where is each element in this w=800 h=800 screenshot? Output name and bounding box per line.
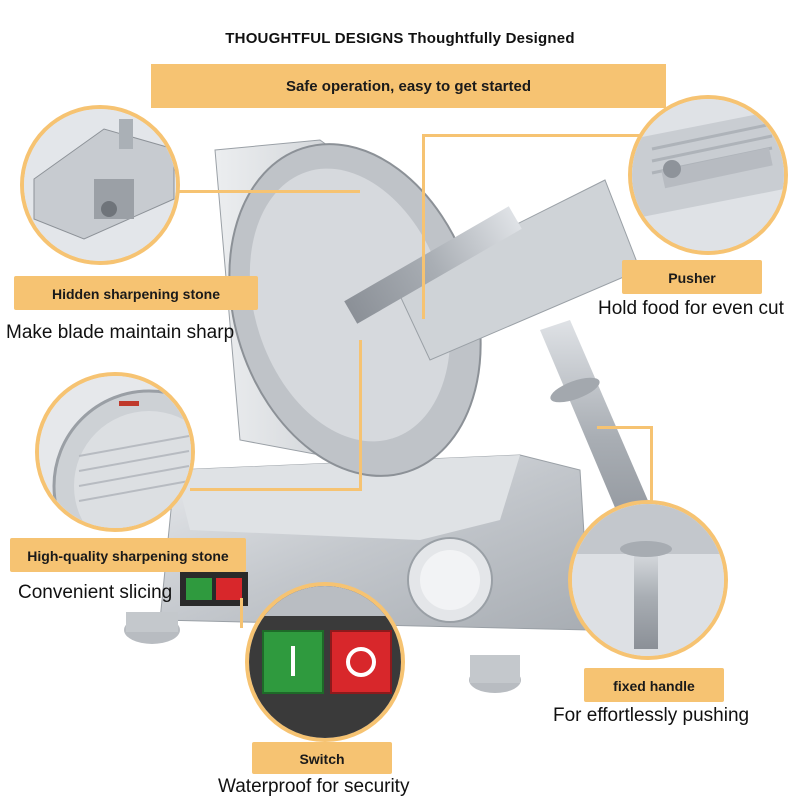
- detail-circle-pusher: [628, 95, 788, 255]
- leader-line-handle-vertical: [650, 426, 653, 502]
- label-fixed-handle: fixed handle: [584, 668, 724, 702]
- leader-line-sharpening-stone: [170, 190, 360, 193]
- label-hidden-sharpening-stone: Hidden sharpening stone: [14, 276, 258, 310]
- leader-line-pusher-vertical: [422, 134, 425, 319]
- desc-hidden-sharpening-stone: Make blade maintain sharp: [6, 322, 235, 343]
- label-quality-sharpening-stone: High-quality sharpening stone: [10, 538, 246, 572]
- leader-line-quality-stone-vertical: [359, 340, 362, 490]
- page-title: THOUGHTFUL DESIGNS Thoughtfully Designed: [225, 30, 575, 47]
- detail-circle-quality-sharpening-stone: [35, 372, 195, 532]
- detail-circle-fixed-handle: [568, 500, 728, 660]
- pusher-closeup: [632, 99, 784, 251]
- banner: Safe operation, easy to get started: [151, 64, 666, 108]
- handle-closeup: [572, 504, 724, 656]
- label-switch: Switch: [252, 742, 392, 774]
- leader-line-quality-stone: [190, 488, 362, 491]
- leader-line-pusher-horizontal: [422, 134, 644, 137]
- label-pusher: Pusher: [622, 260, 762, 294]
- desc-quality-sharpening-stone: Convenient slicing: [18, 582, 173, 603]
- detail-circle-switch: [245, 582, 405, 742]
- detail-circle-hidden-sharpening-stone: [20, 105, 180, 265]
- desc-fixed-handle: For effortlessly pushing: [553, 705, 750, 726]
- desc-switch: Waterproof for security: [218, 776, 410, 797]
- desc-pusher: Hold food for even cut: [598, 298, 784, 319]
- leader-line-switch: [240, 598, 243, 628]
- blade-closeup: [39, 376, 191, 528]
- leader-line-handle: [597, 426, 652, 429]
- switch-closeup: [249, 586, 401, 738]
- sharpening-stone-closeup: [24, 109, 176, 261]
